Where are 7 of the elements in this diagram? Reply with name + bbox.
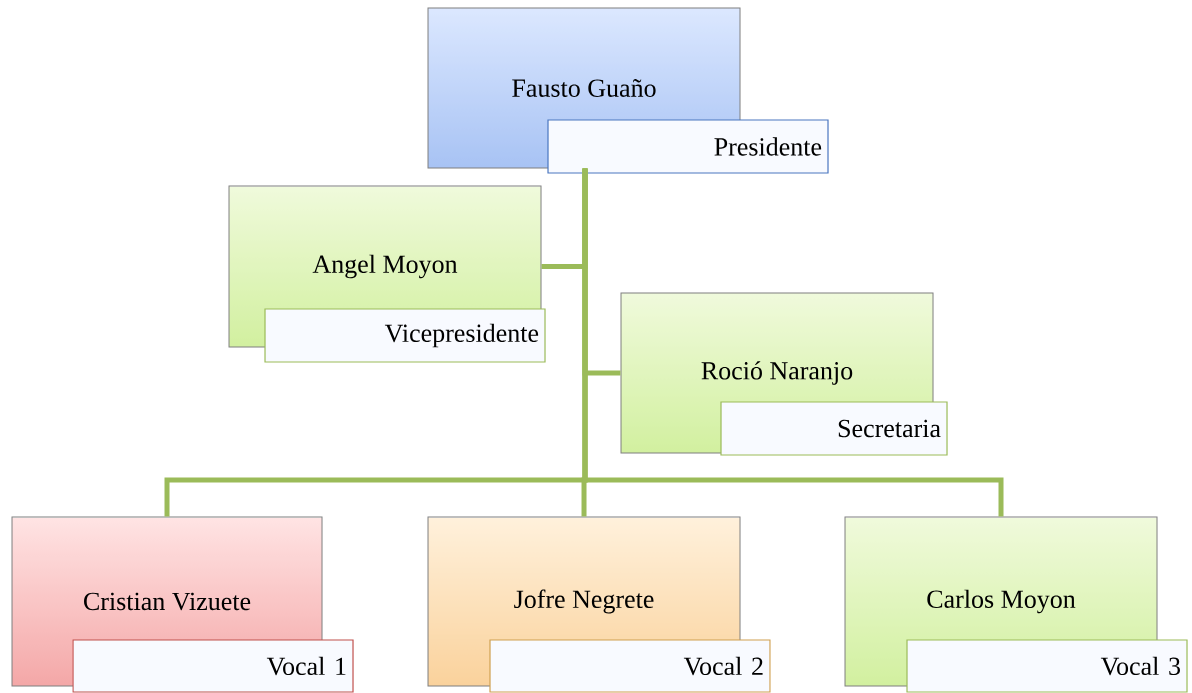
role-box: Vicepresidente — [264, 308, 546, 363]
connector-line — [582, 168, 1004, 517]
role-box: Vocal 3 — [906, 639, 1188, 693]
role-box: Vocal 1 — [72, 639, 354, 693]
role-box: Presidente — [547, 119, 829, 174]
role-box: Vocal 2 — [489, 639, 771, 693]
role-box: Secretaria — [720, 401, 948, 456]
